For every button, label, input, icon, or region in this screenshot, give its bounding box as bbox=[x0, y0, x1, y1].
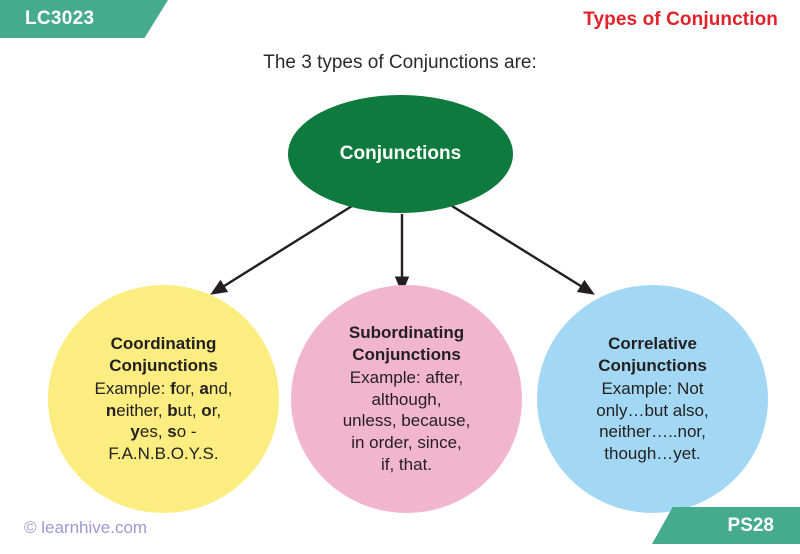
intro-text: The 3 types of Conjunctions are: bbox=[263, 52, 537, 73]
arrow-to-coordinating bbox=[210, 204, 353, 295]
lesson-code-label: LC3023 bbox=[25, 8, 95, 29]
lesson-code-banner: LC3023 bbox=[0, 0, 168, 38]
branch-title: Coordinating Conjunctions bbox=[109, 333, 218, 377]
branch-title-line1: Subordinating bbox=[348, 323, 465, 343]
branch-title: Subordinating Conjunctions bbox=[349, 322, 464, 366]
branch-body: Example: after,although,unless, because,… bbox=[342, 367, 471, 474]
branch-title-line1: Correlative bbox=[608, 334, 697, 354]
branch-title-line2: Conjunctions bbox=[109, 356, 218, 375]
page-title: Types of Conjunction bbox=[583, 9, 778, 30]
root-node-label: Conjunctions bbox=[339, 143, 462, 164]
branch-body: Example: for, and,neither, but, or,yes, … bbox=[94, 378, 233, 463]
branch-title-line2: Conjunctions bbox=[598, 356, 707, 375]
arrow-to-correlative bbox=[451, 204, 595, 295]
page-number-label: PS28 bbox=[727, 514, 774, 536]
page-number-banner: PS28 bbox=[652, 507, 800, 544]
branch-title-line1: Coordinating bbox=[110, 334, 217, 354]
branch-title-line2: Conjunctions bbox=[352, 345, 461, 365]
site-credit: © learnhive.com bbox=[24, 518, 148, 537]
branch-node-subordinating: Subordinating Conjunctions Example: afte… bbox=[291, 285, 522, 513]
root-node-conjunctions: Conjunctions bbox=[288, 95, 513, 213]
branch-title: Correlative Conjunctions bbox=[598, 333, 707, 377]
branch-node-coordinating: Coordinating Conjunctions Example: for, … bbox=[48, 285, 279, 513]
